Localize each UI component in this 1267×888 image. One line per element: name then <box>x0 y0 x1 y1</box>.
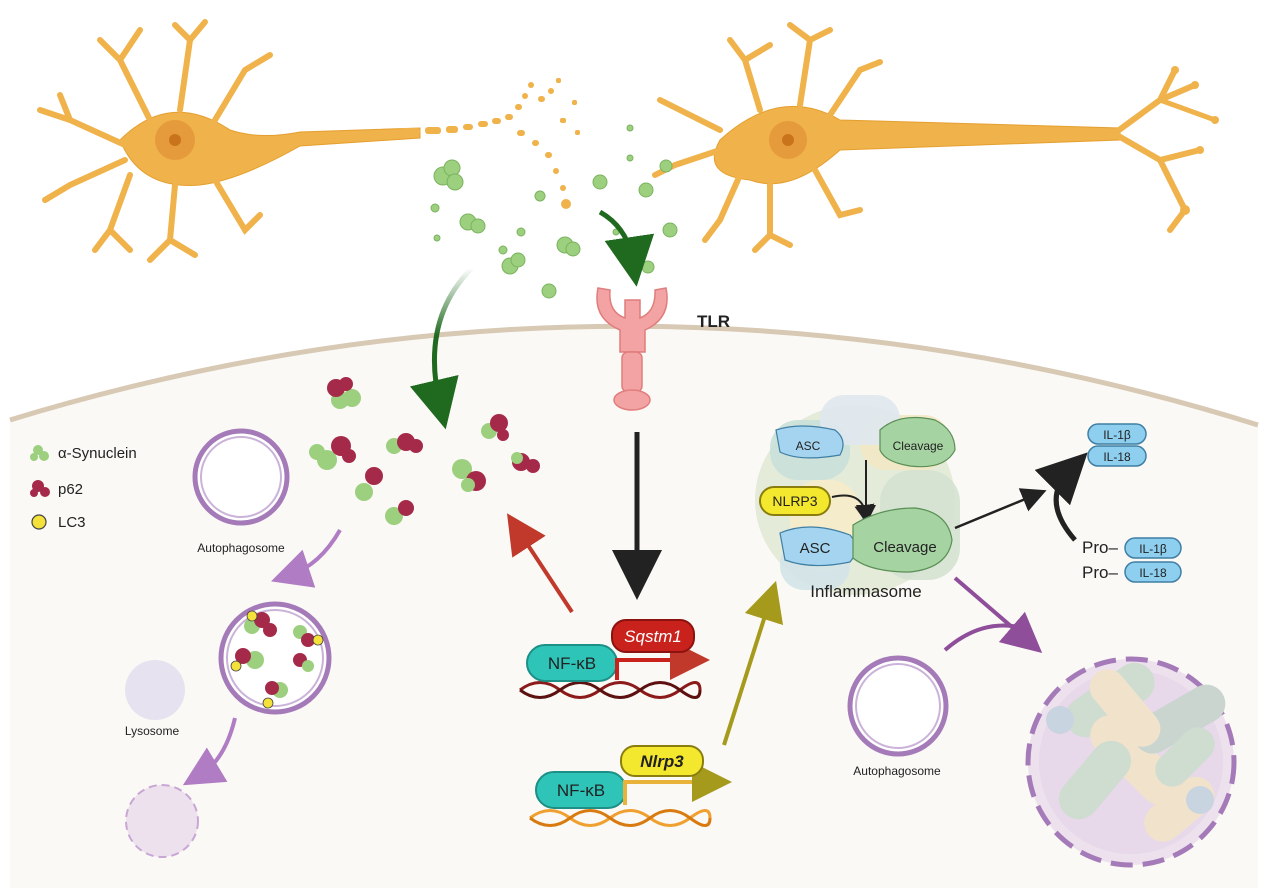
autolysosome-inflammasome <box>1025 656 1237 868</box>
il18-mature-label: IL-18 <box>1103 450 1131 464</box>
right-neuron <box>652 22 1219 253</box>
legend-synuclein-label: α-Synuclein <box>58 445 137 462</box>
cleavage-top-label: Cleavage <box>893 439 944 453</box>
pro-il18-label: IL-18 <box>1139 566 1167 580</box>
cleavage-bottom <box>852 507 953 573</box>
pro-il1b-label: IL-1β <box>1139 542 1167 556</box>
extracellular-synuclein <box>430 124 678 299</box>
tlr-label: TLR <box>697 312 730 331</box>
cytokine-release-arrow <box>954 488 1047 530</box>
autophagosome-right-fusion-arrow <box>943 623 1031 652</box>
il1b-mature <box>1087 423 1147 445</box>
nlrp3-gene-arrow <box>623 762 732 805</box>
left-neuron <box>37 19 421 263</box>
asc-top <box>775 425 844 459</box>
nlrp3-gene-label: Nlrp3 <box>640 752 684 771</box>
dna-helix-top <box>519 681 702 699</box>
legend: α-Synuclein p62 LC3 <box>30 445 137 531</box>
nfkb-top-label: NF-κB <box>548 654 596 673</box>
nfkb-bottom-label: NF-κB <box>557 781 605 800</box>
sqstm1-gene-arrow <box>615 640 710 680</box>
nlrp3-gene <box>620 745 704 777</box>
autophagosome-left-label: Autophagosome <box>197 541 285 555</box>
pro-cytokine-processing-arrow <box>1034 452 1088 542</box>
lysosome-fusion-arrow <box>182 717 237 786</box>
tlr-binding-arrow <box>598 209 655 287</box>
pro-il1b-prefix: Pro– <box>1082 538 1118 557</box>
asc-top-label: ASC <box>796 439 821 453</box>
degraded-vesicle <box>125 784 199 858</box>
inflammasome-induction-arrow <box>722 580 784 746</box>
legend-p62-label: p62 <box>58 481 83 498</box>
lysosome-label: Lysosome <box>125 724 180 738</box>
sqstm1-label: Sqstm1 <box>624 627 682 646</box>
pro-il18-prefix: Pro– <box>1082 563 1118 582</box>
p62-legend-icon <box>30 480 50 497</box>
inflammasome-degradation-arrow <box>953 576 1043 654</box>
il18-mature <box>1087 445 1147 467</box>
asc-bottom-label: ASC <box>800 540 831 557</box>
autophagosome-left <box>192 428 290 526</box>
intracellular-aggregates <box>309 377 540 525</box>
pro-il18 <box>1124 561 1182 583</box>
autophagosome-right-label: Autophagosome <box>853 764 941 778</box>
nlrp3-protein-label: NLRP3 <box>772 493 817 509</box>
il1b-mature-label: IL-1β <box>1103 428 1131 442</box>
cleavage-top <box>879 417 956 468</box>
sqstm1-gene <box>611 619 695 653</box>
tlr-receptor <box>596 287 668 411</box>
p62-induction-arrow <box>507 513 574 614</box>
pro-il1b <box>1124 537 1182 559</box>
uptake-arrow <box>409 266 474 430</box>
lc3-legend-icon <box>31 514 47 530</box>
cleavage-bottom-label: Cleavage <box>873 539 936 556</box>
nlrp3-protein <box>759 486 831 516</box>
legend-lc3-label: LC3 <box>58 514 86 531</box>
autophagosome-with-cargo <box>218 601 332 715</box>
inflammasome-label: Inflammasome <box>810 582 921 601</box>
synuclein-legend-icon <box>30 445 49 461</box>
lysosome <box>125 660 185 720</box>
autophagosome-right <box>847 655 949 757</box>
dna-helix-bottom <box>529 809 712 827</box>
autophagosome-fusion-arrow <box>271 529 342 588</box>
fragmented-axon <box>400 78 580 209</box>
